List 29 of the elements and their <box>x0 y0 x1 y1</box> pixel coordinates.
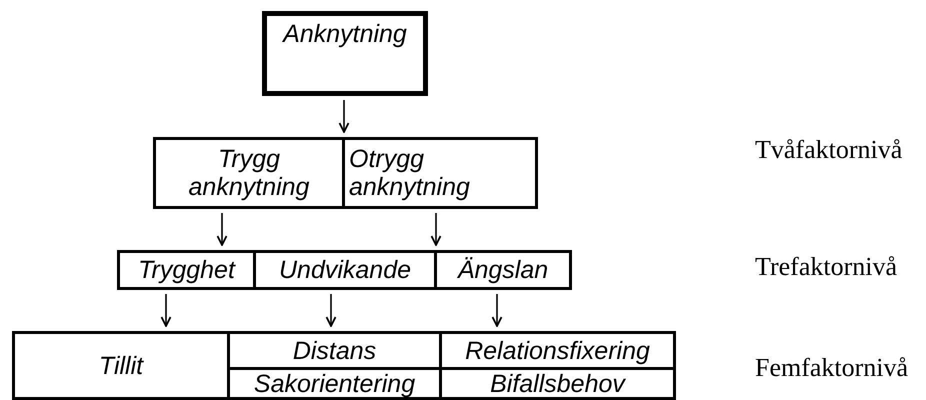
node-label: Sakorientering <box>254 370 416 398</box>
arrow <box>492 294 502 327</box>
node-label: Undvikande <box>278 256 412 284</box>
text-box <box>227 367 442 400</box>
node-label: Ängslan <box>458 256 548 284</box>
text-box <box>117 250 256 290</box>
text-box <box>262 11 428 96</box>
node-label: Distans <box>292 337 376 365</box>
level-label: Tvåfaktornivå <box>755 135 902 165</box>
node-label: Trygg anknytning <box>188 145 310 201</box>
node-label: Tillit <box>98 352 144 380</box>
text-box <box>253 250 437 290</box>
node-label: Trygghet <box>138 256 235 284</box>
level-label: Femfaktornivå <box>755 353 908 383</box>
arrow <box>326 294 336 327</box>
text-box <box>434 250 572 290</box>
node-label: Relationsfixering <box>465 337 650 365</box>
text-box <box>342 137 538 209</box>
text-box <box>12 331 230 400</box>
arrow <box>338 100 350 133</box>
arrow <box>430 213 442 246</box>
arrow <box>216 213 228 246</box>
node-label: Otrygg anknytning <box>349 145 471 201</box>
node-label: Bifallsbehov <box>490 370 625 398</box>
text-box <box>439 367 676 400</box>
arrow <box>160 294 172 327</box>
node-label: Anknytning <box>283 20 407 48</box>
text-box <box>153 137 345 209</box>
level-label: Trefaktornivå <box>755 252 898 282</box>
